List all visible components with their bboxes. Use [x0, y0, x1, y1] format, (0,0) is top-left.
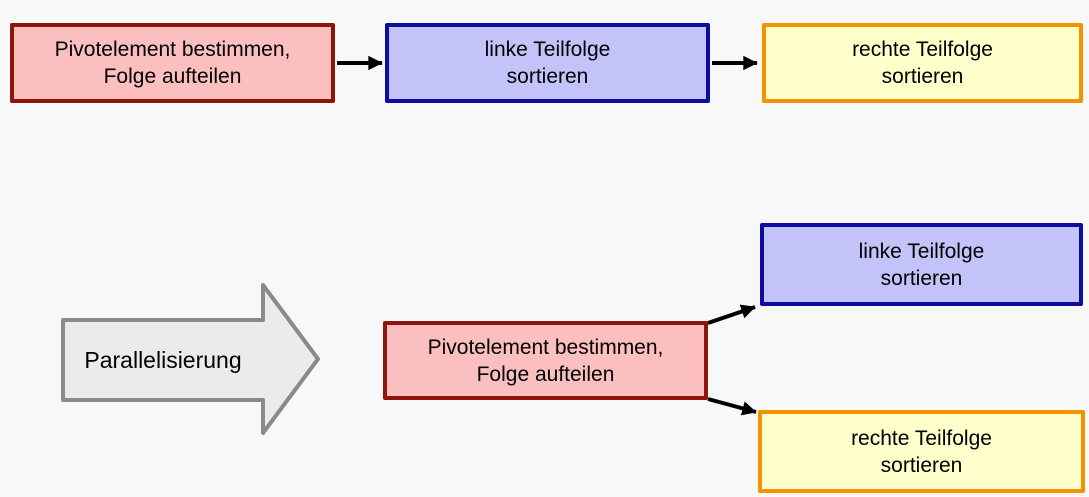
box-label-line2: sortieren	[880, 266, 963, 290]
box-label-line2: sortieren	[506, 65, 589, 88]
arrow-pivot-to-right-bottom	[707, 397, 757, 416]
box-label-line1: rechte Teilfolge	[852, 38, 993, 61]
box-label-line2: Folge aufteilen	[103, 65, 242, 88]
left-subsequence-box-sequential: linke Teilfolge sortieren	[385, 23, 710, 103]
box-label-line2: sortieren	[881, 65, 964, 88]
box-label-line1: rechte Teilfolge	[851, 426, 992, 450]
box-label-line2: sortieren	[880, 453, 963, 477]
arrow-pivot-to-left-bottom	[707, 304, 756, 325]
right-subsequence-box-sequential: rechte Teilfolge sortieren	[762, 23, 1083, 103]
box-label-line1: linke Teilfolge	[858, 239, 985, 263]
box-label-line2: Folge aufteilen	[476, 362, 615, 386]
pivot-box-parallel: Pivotelement bestimmen, Folge aufteilen	[383, 321, 708, 400]
box-label-line1: Pivotelement bestimmen,	[54, 38, 291, 61]
pivot-box-sequential: Pivotelement bestimmen, Folge aufteilen	[10, 23, 335, 103]
right-subsequence-box-parallel: rechte Teilfolge sortieren	[758, 410, 1085, 493]
left-subsequence-box-parallel: linke Teilfolge sortieren	[760, 223, 1083, 306]
parallelisierung-arrow	[61, 283, 320, 435]
parallelisierung-label: Parallelisierung	[84, 347, 242, 373]
box-label-line1: Pivotelement bestimmen,	[427, 335, 664, 359]
box-label-line1: linke Teilfolge	[484, 38, 611, 61]
